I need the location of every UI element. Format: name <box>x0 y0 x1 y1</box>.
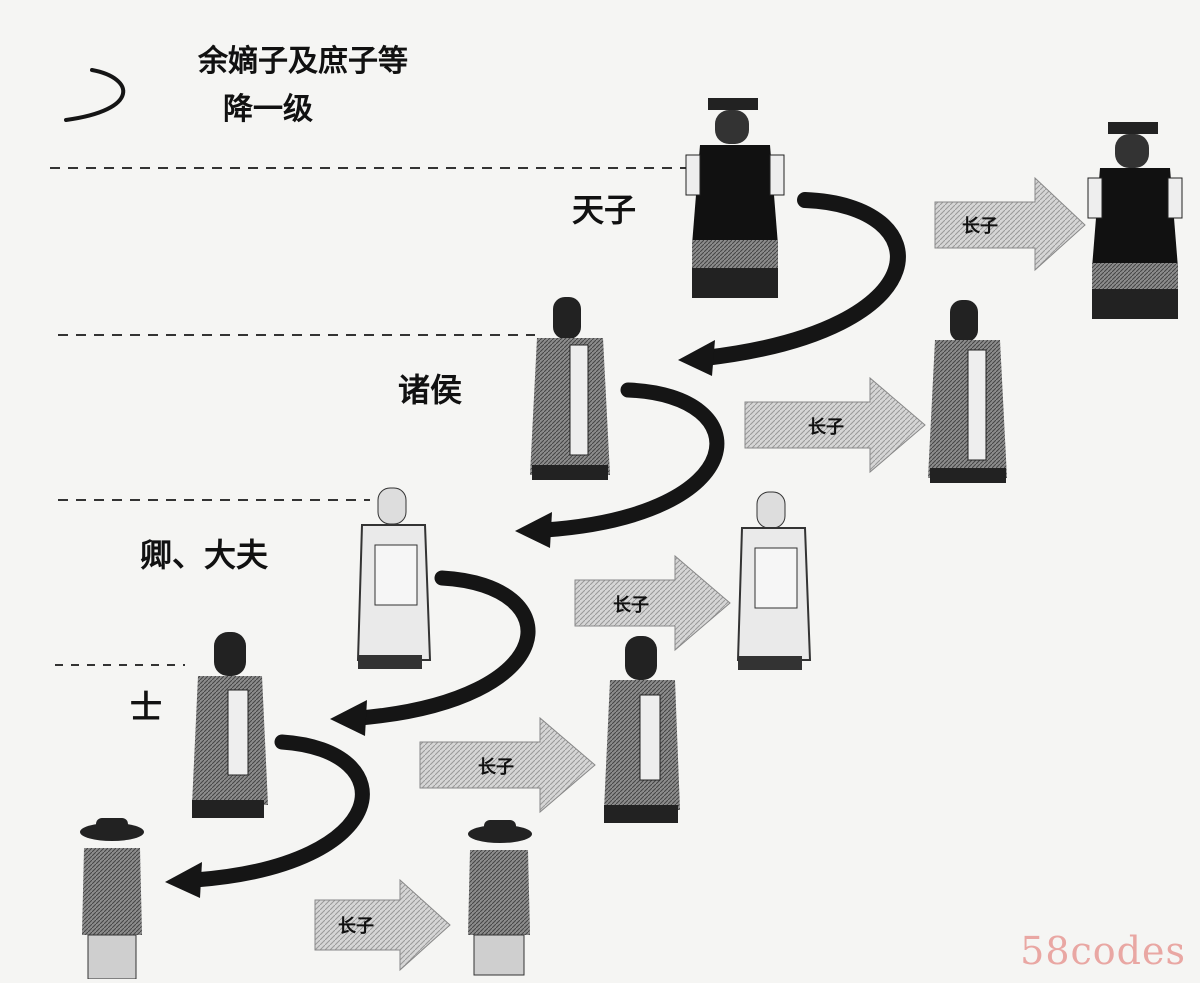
eldest-son-arrow-4 <box>419 716 596 814</box>
shi-figure <box>192 632 268 818</box>
demotion-arrow-4 <box>165 734 370 898</box>
demotion-arrow-1 <box>678 192 906 376</box>
eldest-son-label-2: 长子 <box>808 417 844 438</box>
eldest-son-label-4: 长子 <box>478 757 514 778</box>
rank-label-qingdafu: 卿、大夫 <box>140 536 269 574</box>
commoner-figure <box>80 818 144 980</box>
eldest-son-arrow-2 <box>744 376 926 474</box>
zhuhou-figure <box>530 297 610 480</box>
eldest-son-arrow-5 <box>314 878 451 972</box>
commoner-heir-figure <box>468 820 532 976</box>
legend-line-1: 余嫡子及庶子等 <box>198 44 408 79</box>
eldest-son-label-1: 长子 <box>962 216 998 237</box>
eldest-son-arrow-1 <box>934 176 1086 272</box>
eldest-son-arrow-3 <box>574 554 731 652</box>
emperor-heir-figure <box>1087 122 1183 319</box>
demotion-arrow-2 <box>515 382 725 548</box>
rank-label-zhuhou: 诸侯 <box>398 371 463 409</box>
rank-label-shi: 士 <box>130 688 163 726</box>
qingdafu-heir-figure <box>736 491 812 670</box>
demotion-arrow-3 <box>330 570 536 736</box>
zhuhou-heir-figure <box>928 300 1007 483</box>
legend-curve-icon <box>64 68 126 122</box>
eldest-son-label-3: 长子 <box>613 595 649 616</box>
legend-line-2: 降一级 <box>223 92 313 127</box>
shi-heir-figure <box>604 636 680 823</box>
qingdafu-figure <box>356 487 432 669</box>
watermark: 58codes <box>1020 929 1186 973</box>
emperor-figure <box>685 98 785 298</box>
eldest-son-label-5: 长子 <box>338 916 374 937</box>
rank-label-tianzi: 天子 <box>572 191 637 229</box>
